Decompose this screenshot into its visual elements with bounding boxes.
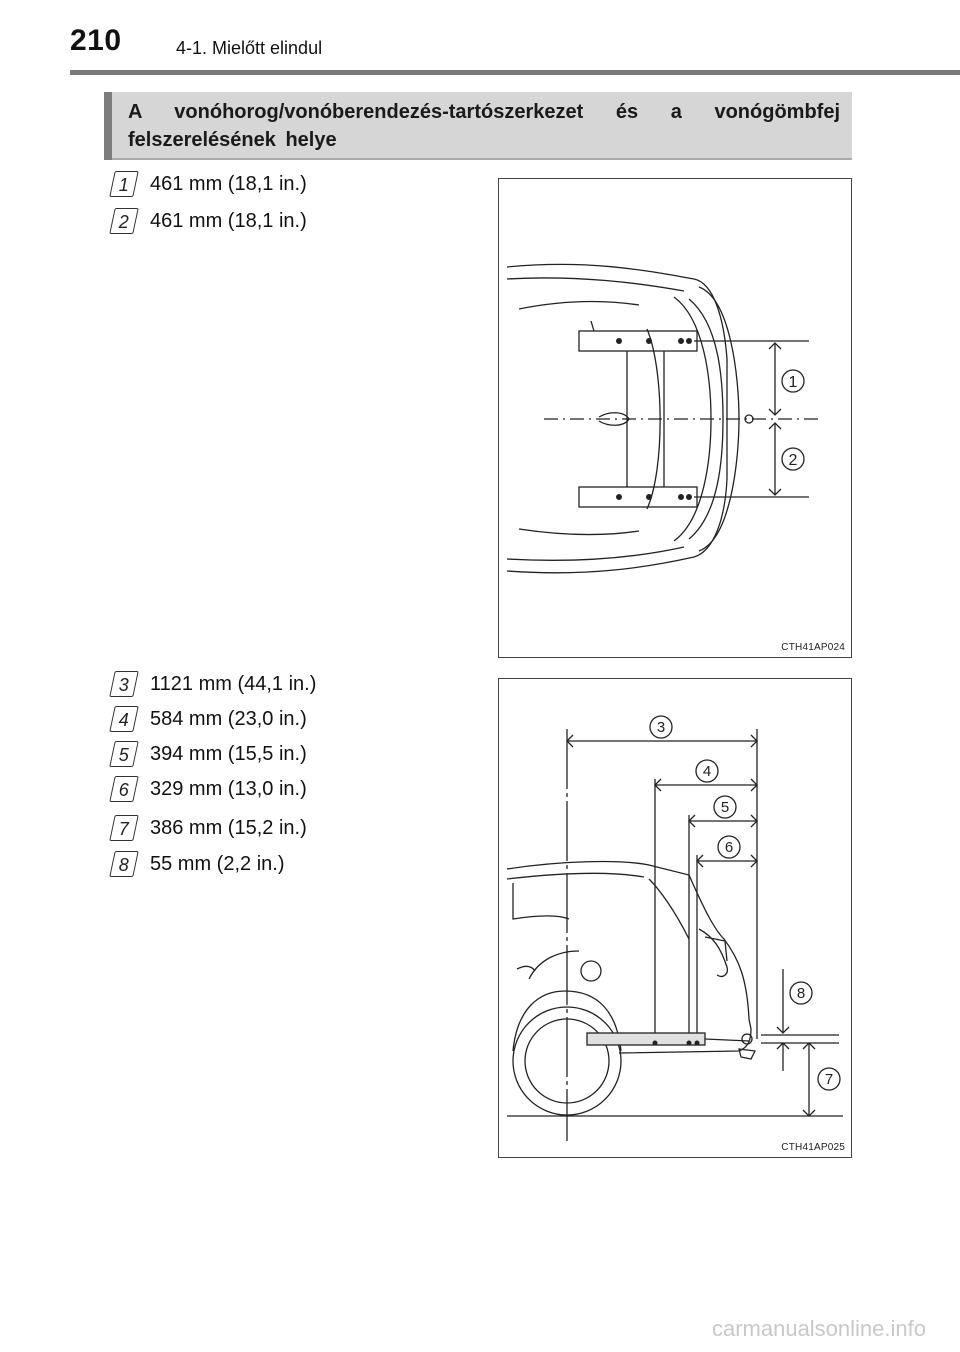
watermark: carmanualsonline.info (711, 1316, 926, 1341)
item-text: 584 mm (23,0 in.) (150, 707, 307, 730)
list-item: 2 461 mm (18,1 in.) (109, 207, 307, 235)
subheading-text: A vonóhorog/vonóberendezés-tartószerkeze… (128, 101, 840, 151)
callout-7: 7 (825, 1071, 833, 1088)
item-text: 386 mm (15,2 in.) (150, 816, 307, 839)
item-text: 1121 mm (44,1 in.) (150, 672, 317, 695)
callout-3: 3 (657, 719, 665, 736)
item-number-badge: 6 (109, 776, 139, 802)
hitch-top-view-figure: 1 2 CTH41AP024 (498, 178, 852, 658)
list-item: 8 55 mm (2,2 in.) (109, 850, 285, 878)
callout-1: 1 (789, 374, 798, 391)
item-text: 394 mm (15,5 in.) (150, 742, 307, 765)
list-item: 4 584 mm (23,0 in.) (109, 705, 307, 733)
list-item: 1 461 mm (18,1 in.) (109, 170, 307, 198)
hitch-side-view-drawing: 3 4 5 6 8 7 (506, 715, 843, 1141)
item-number-badge: 1 (109, 171, 139, 197)
item-number-badge: 7 (109, 815, 139, 841)
header-divider (70, 70, 960, 75)
list-item: 3 1121 mm (44,1 in.) (109, 670, 317, 698)
item-text: 329 mm (13,0 in.) (150, 777, 307, 800)
item-text: 55 mm (2,2 in.) (150, 852, 285, 875)
list-item: 6 329 mm (13,0 in.) (109, 775, 307, 803)
item-text: 461 mm (18,1 in.) (150, 209, 307, 232)
callout-6: 6 (725, 839, 733, 856)
figure-code: CTH41AP024 (781, 642, 845, 653)
figure-code: CTH41AP025 (781, 1142, 845, 1153)
section-title: 4-1. Mielőtt elindul (176, 38, 323, 58)
item-text: 461 mm (18,1 in.) (150, 172, 307, 195)
callout-5: 5 (721, 799, 729, 816)
item-number-badge: 4 (109, 706, 139, 732)
item-number-badge: 8 (109, 851, 139, 877)
callout-2: 2 (789, 452, 798, 469)
item-number-badge: 3 (109, 671, 139, 697)
hitch-top-view-drawing: 1 2 (506, 263, 819, 574)
list-item: 5 394 mm (15,5 in.) (109, 740, 307, 768)
item-number-badge: 2 (109, 208, 139, 234)
item-number-badge: 5 (109, 741, 139, 767)
subheading-box: A vonóhorog/vonóberendezés-tartószerkeze… (104, 92, 852, 160)
page-number: 210 (70, 24, 122, 57)
hitch-side-view-figure: 3 4 5 6 8 7 CTH41AP025 (498, 678, 852, 1158)
list-item: 7 386 mm (15,2 in.) (109, 814, 307, 842)
callout-8: 8 (797, 985, 805, 1002)
callout-4: 4 (703, 763, 711, 780)
